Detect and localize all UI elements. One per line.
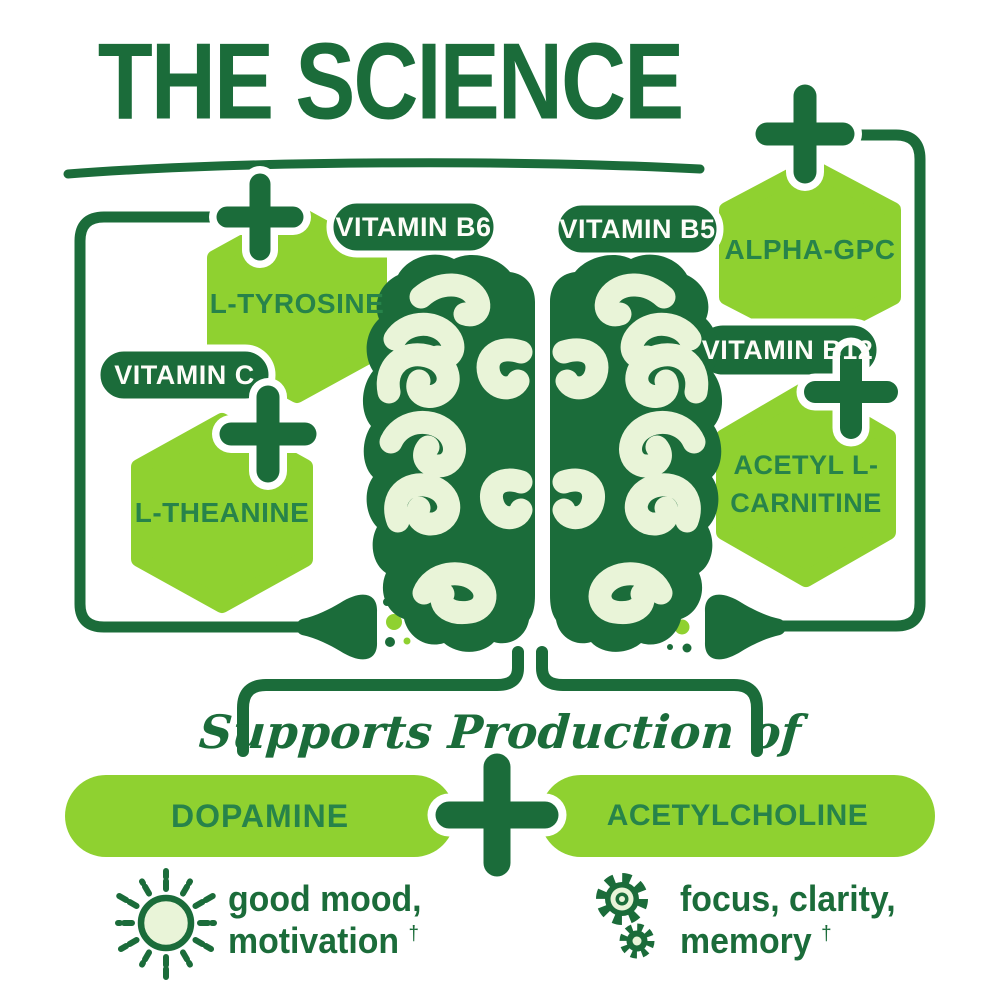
gears-icon — [596, 873, 655, 959]
supports-production-heading: Supports Production of — [197, 705, 803, 759]
plus-icon-alpha-gpc — [748, 77, 862, 191]
bracket-left — [237, 646, 524, 757]
brain-illustration — [362, 255, 722, 652]
pill-acetylcholine — [540, 775, 935, 857]
label-vitamin-b12: VITAMIN B12 — [701, 334, 874, 365]
benefit-acetylcholine-line1: focus, clarity, — [680, 878, 896, 919]
plus-icon-l-theanine — [212, 378, 324, 490]
plus-icon-outputs — [427, 745, 567, 885]
connector-right — [776, 129, 926, 632]
pill-dopamine — [65, 775, 455, 857]
label-l-tyrosine: L-TYROSINE — [209, 288, 385, 319]
pill-vitamin-b6 — [326, 196, 501, 258]
synapse-icon-left — [296, 594, 378, 660]
benefit-dopamine: good mood, motivation † — [228, 878, 422, 963]
pill-vitamin-b5 — [551, 198, 724, 260]
benefit-dopamine-line2: motivation — [228, 920, 400, 962]
benefit-dopamine-line1: good mood, — [228, 878, 422, 919]
plus-icon-acetyl — [796, 337, 906, 447]
label-acetyl-line2: CARNITINE — [730, 488, 882, 518]
synapse-icon-right — [704, 594, 786, 660]
pill-vitamin-c — [93, 344, 276, 406]
benefit-acetylcholine: focus, clarity, memory † — [680, 878, 896, 963]
label-l-theanine: L-THEANINE — [134, 497, 310, 528]
label-acetyl-line1: ACETYL L- — [733, 449, 879, 480]
label-acetyl-l-carnitine: ACETYL L- CARNITINE — [724, 438, 888, 530]
benefit-acetylcholine-line2: memory — [680, 920, 812, 962]
label-dopamine: DOPAMINE — [170, 797, 350, 834]
footnote-mark: † — [408, 923, 419, 946]
label-alpha-gpc: ALPHA-GPC — [724, 234, 896, 265]
title-underline — [63, 158, 705, 179]
label-vitamin-c: VITAMIN C — [114, 359, 255, 390]
sun-icon — [115, 868, 217, 980]
label-vitamin-b6: VITAMIN B6 — [335, 211, 492, 242]
footnote-mark: † — [821, 923, 832, 946]
label-acetylcholine: ACETYLCHOLINE — [606, 799, 869, 832]
plus-icon-l-tyrosine — [209, 166, 311, 268]
connector-left — [74, 211, 326, 633]
label-vitamin-b5: VITAMIN B5 — [559, 213, 716, 244]
page-title: THE SCIENCE — [97, 21, 685, 142]
bracket-right — [536, 646, 763, 757]
